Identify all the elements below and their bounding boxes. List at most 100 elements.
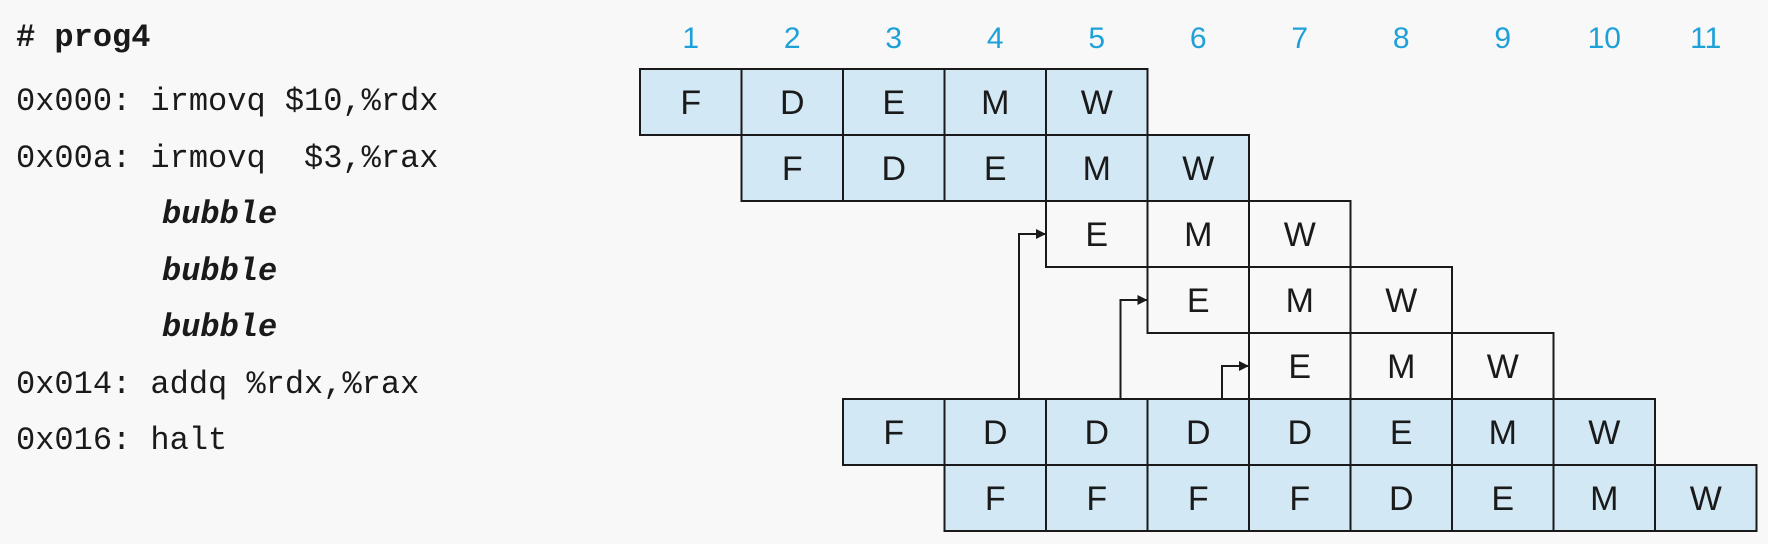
stage-label: D	[1186, 414, 1211, 452]
stage-cell-box	[639, 68, 743, 136]
forwarding-arrow	[1119, 295, 1148, 399]
instruction-text: bubble	[162, 252, 278, 290]
stage-label: E	[1187, 282, 1210, 320]
stage-label: E	[1491, 480, 1514, 518]
stage-cell: D	[1349, 464, 1453, 532]
cycle-label: 5	[1088, 22, 1105, 55]
cycle-label: 11	[1690, 22, 1721, 55]
stage-cell: M	[1552, 464, 1656, 532]
instruction-address: 0x014:	[16, 365, 151, 403]
instruction-text: halt	[150, 422, 228, 459]
instruction-text: irmovq $10,%rdx	[150, 83, 439, 120]
stage-cell: W	[1654, 464, 1758, 532]
stage-cell: M	[1146, 200, 1250, 268]
stage-cell: D	[842, 134, 946, 202]
stage-label: D	[1287, 414, 1312, 452]
stage-label: F	[1086, 480, 1107, 518]
stage-cell: E	[943, 134, 1047, 202]
cycle-label: 2	[784, 22, 801, 55]
cycle-label: 9	[1494, 22, 1511, 55]
stage-label: M	[1083, 150, 1111, 188]
stage-label: F	[680, 84, 701, 122]
stage-cell: E	[1146, 266, 1250, 334]
bubble-line: bubble	[16, 252, 277, 292]
cycle-label: 3	[885, 22, 902, 55]
stage-cell-box	[943, 134, 1047, 202]
stage-label: D	[1389, 480, 1414, 518]
stage-cell: M	[1349, 332, 1453, 400]
instruction-address: 0x00a:	[16, 139, 151, 177]
stage-label: W	[1081, 84, 1113, 122]
stage-cell-box	[943, 464, 1047, 532]
stage-cell: W	[1146, 134, 1250, 202]
stage-cell-box	[740, 134, 844, 202]
instruction-line: 0x000: irmovq $10,%rdx	[16, 82, 438, 122]
stage-cell-box	[1349, 332, 1453, 400]
cycle-label: 10	[1588, 22, 1621, 55]
cycle-label: 4	[987, 22, 1004, 55]
stage-cell-box	[1045, 134, 1149, 202]
program-heading: # prog4	[16, 19, 151, 56]
stage-cell-box	[842, 134, 946, 202]
stage-cell: D	[943, 398, 1047, 466]
stage-cell-box	[1451, 464, 1555, 532]
stage-cell: E	[1451, 464, 1555, 532]
stage-label: F	[985, 480, 1006, 518]
stage-label: W	[1487, 348, 1519, 386]
stage-label: M	[1590, 480, 1618, 518]
stage-cell-box	[740, 68, 844, 136]
stage-label: M	[1387, 348, 1415, 386]
stage-label: M	[1184, 216, 1212, 254]
stage-label: E	[882, 84, 905, 122]
stage-cell-box	[1349, 398, 1453, 466]
bubble-line: bubble	[16, 308, 277, 348]
stage-cell-box	[1146, 464, 1250, 532]
stage-cell: D	[1248, 398, 1352, 466]
stage-label: D	[881, 150, 906, 188]
stage-label: W	[1182, 150, 1214, 188]
stage-cell: F	[1248, 464, 1352, 532]
stage-label: D	[780, 84, 805, 122]
stage-label: F	[782, 150, 803, 188]
stage-label: M	[1489, 414, 1517, 452]
stage-cell: E	[1045, 200, 1149, 268]
stage-label: F	[1289, 480, 1310, 518]
stage-cell: M	[943, 68, 1047, 136]
stage-label: F	[1188, 480, 1209, 518]
stage-cell: F	[1146, 464, 1250, 532]
stage-cell-box	[1248, 398, 1352, 466]
stage-cell: W	[1349, 266, 1453, 334]
stage-cell: F	[639, 68, 743, 136]
stage-cell-box	[1349, 266, 1453, 334]
instruction-text: addq %rdx,%rax	[150, 365, 420, 403]
stage-cell: E	[1349, 398, 1453, 466]
stage-label: W	[1385, 282, 1417, 320]
stage-label: E	[1288, 348, 1311, 386]
stage-label: W	[1284, 216, 1316, 254]
forwarding-arrow	[1221, 361, 1249, 399]
stage-label: D	[983, 414, 1008, 452]
stage-cell-box	[1146, 266, 1250, 334]
stage-cell: D	[1045, 398, 1149, 466]
instruction-address: 0x016:	[16, 422, 151, 459]
forwarding-arrow	[1018, 229, 1046, 399]
stage-cell: M	[1045, 134, 1149, 202]
stage-cell: W	[1248, 200, 1352, 268]
stage-cell-box	[1654, 464, 1758, 532]
stage-cell-box	[1045, 464, 1149, 532]
stage-cell: F	[1045, 464, 1149, 532]
stage-cell: D	[740, 68, 844, 136]
stage-cell: M	[1248, 266, 1352, 334]
stage-label: M	[1286, 282, 1314, 320]
stage-label: W	[1588, 414, 1620, 452]
stage-label: E	[984, 150, 1007, 188]
stage-label: D	[1084, 414, 1109, 452]
cycle-label: 8	[1393, 22, 1410, 55]
stage-cell: D	[1146, 398, 1250, 466]
stage-cell: E	[1248, 332, 1352, 400]
stage-cell-box	[1146, 134, 1250, 202]
stage-label: M	[981, 84, 1009, 122]
instruction-address: 0x000:	[16, 83, 151, 120]
instruction-line: 0x00a: irmovq $3,%rax	[16, 139, 438, 179]
